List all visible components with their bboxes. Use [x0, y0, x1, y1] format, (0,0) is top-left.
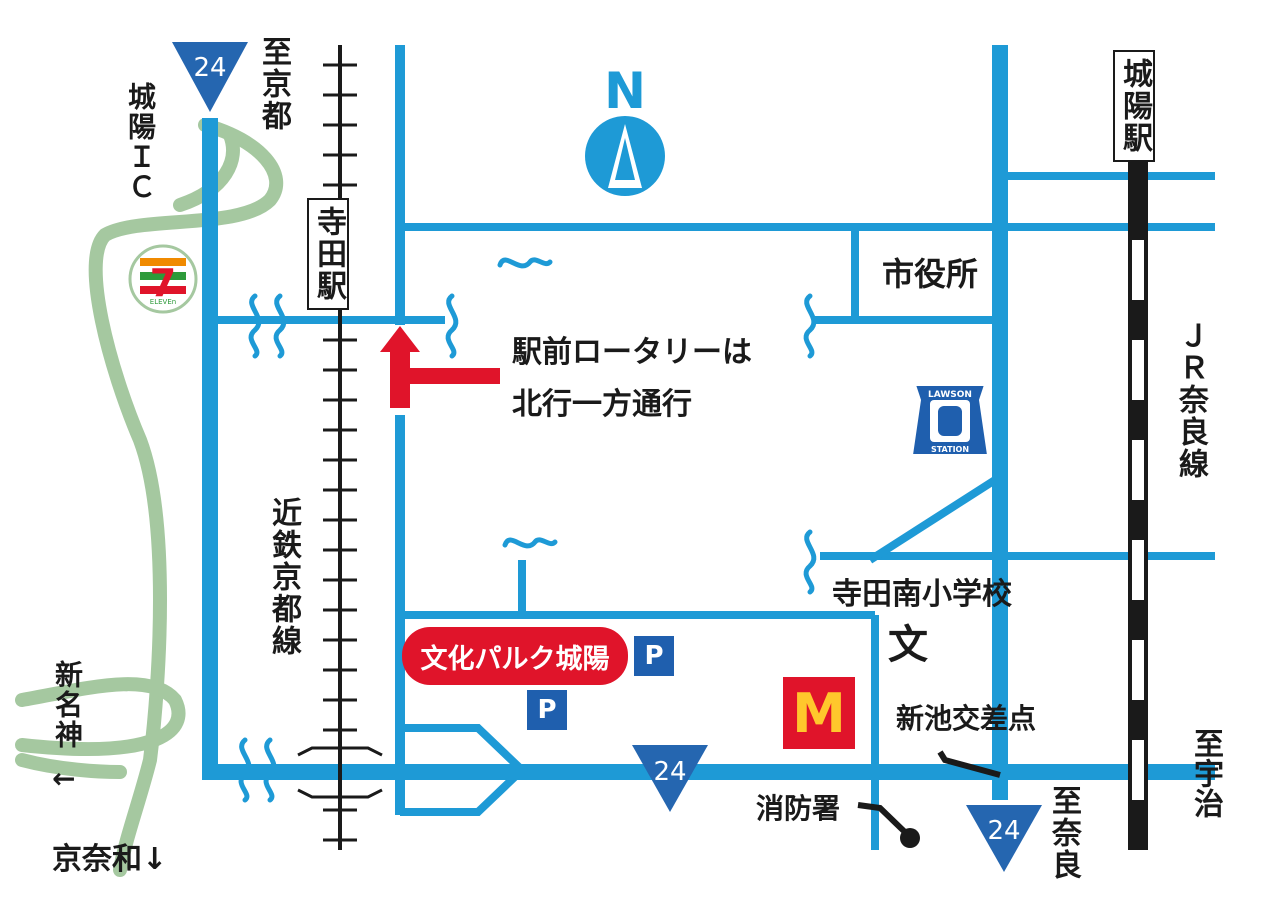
fire-station-marker [900, 828, 920, 848]
to-uji-line1: 至宇治 [1188, 728, 1223, 818]
expressway [15, 118, 284, 877]
svg-text:7: 7 [150, 261, 176, 305]
parking-icon-2: P [527, 690, 567, 730]
shinmeishin-label: 新名神 [51, 660, 84, 750]
parking-icon-1: P [634, 636, 674, 676]
city-hall-label: 市役所 [882, 255, 979, 293]
to-kyoto-label: 至京都 [256, 36, 291, 132]
svg-text:24: 24 [987, 816, 1020, 846]
svg-text:ELEVEn: ELEVEn [150, 298, 176, 306]
fire-station-label: 消防署 [756, 792, 841, 825]
to-nara-label: 至奈良 [1046, 785, 1081, 881]
kintetsu-line-label: 近鉄京都線 [266, 497, 301, 657]
seven-eleven-icon: 7 ELEVEn [128, 244, 198, 314]
svg-text:M: M [792, 682, 846, 745]
compass-north-label: N [604, 62, 646, 120]
school-symbol: 文 [888, 622, 928, 668]
compass-icon: N [585, 62, 665, 196]
terada-station-label: 寺田駅 [307, 198, 349, 310]
svg-text:24: 24 [193, 53, 226, 83]
jr-rail [1128, 160, 1148, 850]
svg-text:24: 24 [653, 757, 686, 787]
one-way-arrow-icon [380, 326, 500, 408]
joyo-ic-label: 城陽ＩＣ [124, 82, 157, 202]
venue-label: 文化パルク城陽 [402, 627, 628, 685]
route-shield-center: 24 [632, 745, 708, 812]
leader-lines [857, 750, 1001, 838]
svg-text:STATION: STATION [931, 445, 969, 454]
roads [202, 45, 1215, 850]
shinmeishin-arrow: ← [52, 762, 76, 795]
route-shield-north: 24 [172, 42, 248, 112]
jr-line-label: ＪＲ奈良線 [1173, 320, 1208, 480]
one-way-notice-line1: 駅前ロータリーは [512, 335, 752, 370]
joyo-station-label: 城陽駅 [1113, 50, 1155, 162]
intersection-label: 新池交差点 [896, 702, 1037, 735]
keinawa-label: 京奈和↓ [52, 842, 168, 877]
lawson-icon: LAWSON STATION [910, 384, 990, 456]
route-shield-south: 24 [966, 805, 1042, 872]
one-way-notice-line2: 北行一方通行 [512, 387, 692, 422]
road-break-marks [238, 257, 817, 803]
school-label: 寺田南小学校 [832, 577, 1012, 612]
kintetsu-rail [297, 45, 383, 850]
svg-text:LAWSON: LAWSON [928, 390, 972, 400]
mcdonalds-icon: M [783, 677, 855, 749]
